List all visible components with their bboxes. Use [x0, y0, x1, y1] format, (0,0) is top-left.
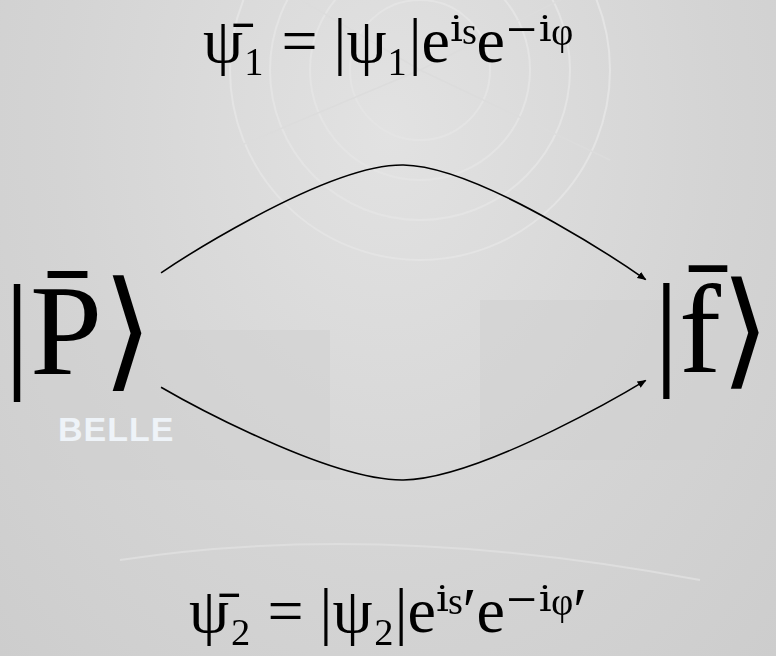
detector-spoke — [230, 70, 420, 150]
ket-text: |P̄⟩ — [4, 265, 153, 395]
watermark: BELLE — [58, 410, 174, 449]
detector-spoke — [420, 70, 610, 160]
state-ket: |f̄⟩ — [654, 267, 770, 393]
state-ket: |P̄⟩ — [4, 265, 153, 395]
amplitude-arrow — [161, 380, 646, 480]
track-curve — [120, 544, 700, 580]
ket-text: |f̄⟩ — [654, 267, 770, 393]
amplitude-arrow — [161, 165, 646, 280]
amplitude-formula: ψ̄₁ = |ψ₁|eⁱˢe⁻ⁱᵠ — [203, 4, 573, 78]
amplitude-formula: ψ̄₂ = |ψ₂|eⁱˢ′e⁻ⁱᵠ′ — [189, 574, 587, 648]
